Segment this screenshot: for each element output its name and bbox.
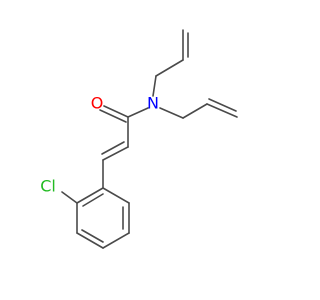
n-allyl2-bond <box>159 107 184 119</box>
oxygen-label: O <box>91 94 104 113</box>
c-cl-bond <box>61 191 78 204</box>
ring-bond-3 <box>76 232 104 249</box>
molecule-diagram: O N Cl <box>40 29 238 249</box>
allyl2-double-2 <box>208 98 237 112</box>
carbonyl-bond-1 <box>103 105 129 118</box>
ring-bond-1 <box>76 187 104 204</box>
ring-inner-1 <box>82 193 104 207</box>
carbonyl-bond-2 <box>99 109 127 123</box>
ring-inner-2 <box>81 229 104 243</box>
allyl2-ch-bond <box>182 103 208 119</box>
alkene-bond-2 <box>101 141 125 155</box>
ring-bond-4 <box>102 232 130 249</box>
nitrogen-label: N <box>147 94 159 113</box>
allyl1-ch-bond <box>155 59 184 77</box>
alkene-bond-1 <box>102 146 129 161</box>
chlorine-label: Cl <box>40 177 56 196</box>
amide-bond <box>127 107 149 118</box>
ring-bond-6 <box>102 187 130 204</box>
n-allyl1-bond <box>152 75 157 97</box>
allyl2-double-1 <box>206 103 238 118</box>
